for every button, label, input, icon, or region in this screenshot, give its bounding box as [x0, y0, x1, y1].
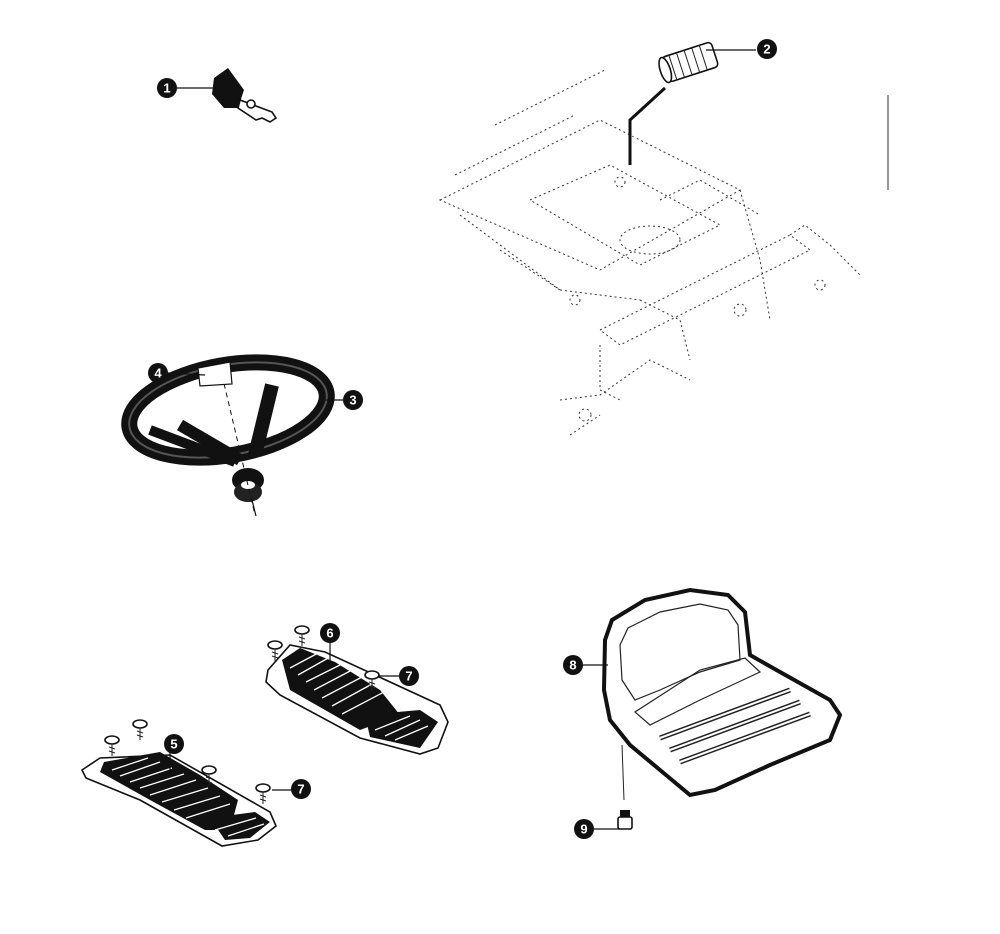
- callout-9: 9: [574, 819, 594, 839]
- tractor-frame: [438, 69, 861, 436]
- callout-3: 3: [343, 390, 363, 410]
- callout-1: 1: [157, 78, 177, 98]
- svg-text:6: 6: [326, 626, 333, 641]
- callout-7b: 7: [291, 779, 311, 799]
- callout-2: 2: [757, 39, 777, 59]
- ignition-key: [212, 68, 278, 123]
- left-footrest: [80, 752, 277, 847]
- seat-adjustment-knob: [617, 810, 633, 830]
- svg-text:3: 3: [349, 393, 356, 408]
- lever-grip: [628, 41, 719, 165]
- svg-text:1: 1: [163, 81, 170, 96]
- svg-text:4: 4: [154, 366, 162, 381]
- right-footrest: [265, 644, 449, 755]
- svg-text:7: 7: [405, 669, 412, 684]
- callout-6: 6: [320, 623, 340, 643]
- screw: [104, 625, 380, 804]
- steering-wheel-cap: [197, 361, 233, 387]
- callout-7a: 7: [399, 666, 419, 686]
- callout-8: 8: [563, 655, 583, 675]
- svg-text:7: 7: [297, 782, 304, 797]
- svg-text:9: 9: [580, 822, 587, 837]
- seat: [601, 587, 843, 801]
- svg-text:2: 2: [763, 42, 770, 57]
- callout-4: 4: [148, 363, 168, 383]
- callout-5: 5: [164, 734, 184, 754]
- svg-text:8: 8: [569, 658, 576, 673]
- svg-text:5: 5: [170, 737, 177, 752]
